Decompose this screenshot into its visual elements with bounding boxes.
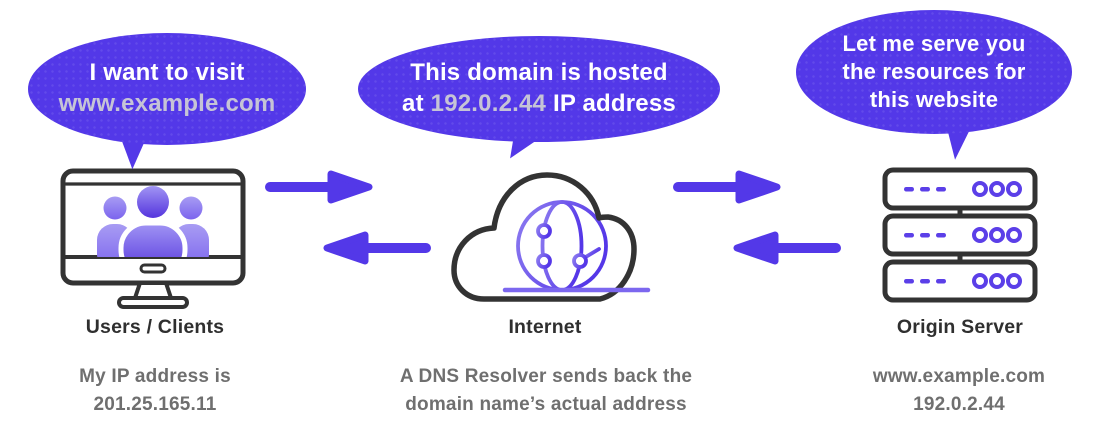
server-caption: www.example.com 192.0.2.44 — [830, 363, 1088, 419]
bubble-internet-line1: This domain is hosted — [410, 59, 668, 87]
bubble-server-line3: this website — [869, 87, 999, 113]
speech-bubble-users: I want to visit www.example.com — [28, 33, 306, 145]
bubble-internet-suffix: IP address — [546, 90, 676, 117]
monitor-button — [139, 263, 167, 274]
bubble-internet-line2: at 192.0.2.44 IP address — [402, 89, 676, 120]
internet-title: Internet — [508, 316, 582, 338]
server-caption-line2: 192.0.2.44 — [913, 394, 1005, 415]
server-unit — [882, 167, 1038, 211]
server-title: Origin Server — [896, 316, 1024, 338]
users-caption-line1: My IP address is — [79, 366, 231, 387]
server-stack-icon — [882, 167, 1038, 303]
internet-caption-line1: A DNS Resolver sends back the — [399, 366, 693, 387]
arrow-right-icon — [673, 170, 781, 204]
server-caption-line1: www.example.com — [872, 366, 1046, 387]
users-title: Users / Clients — [85, 316, 225, 338]
speech-bubble-internet: This domain is hosted at 192.0.2.44 IP a… — [358, 36, 720, 142]
server-unit — [882, 213, 1038, 257]
bubble-server-line2: the resources for — [842, 58, 1026, 84]
arrow-left-icon — [323, 231, 431, 265]
arrow-right-icon — [265, 170, 373, 204]
bubble-internet-ip: 192.0.2.44 — [430, 90, 547, 117]
user-group-icon — [97, 186, 209, 257]
users-caption: My IP address is 201.25.165.11 — [30, 363, 280, 419]
monitor-with-user-group-icon — [60, 168, 246, 309]
users-caption-line2: 201.25.165.11 — [93, 394, 217, 415]
bubble-users-domain: www.example.com — [58, 90, 276, 117]
speech-bubble-server: Let me serve you the resources for this … — [796, 10, 1072, 134]
server-unit — [882, 259, 1038, 303]
internet-caption-line2: domain name’s actual address — [405, 394, 687, 415]
bubble-internet-prefix: at — [402, 90, 431, 117]
internet-caption: A DNS Resolver sends back the domain nam… — [360, 363, 732, 419]
bubble-users-line1: I want to visit — [89, 59, 245, 87]
arrow-left-icon — [733, 231, 841, 265]
bubble-server-line1: Let me serve you — [842, 30, 1026, 56]
cloud-outline — [451, 172, 637, 302]
globe-icon — [516, 200, 608, 292]
cloud-globe-icon — [451, 172, 651, 302]
